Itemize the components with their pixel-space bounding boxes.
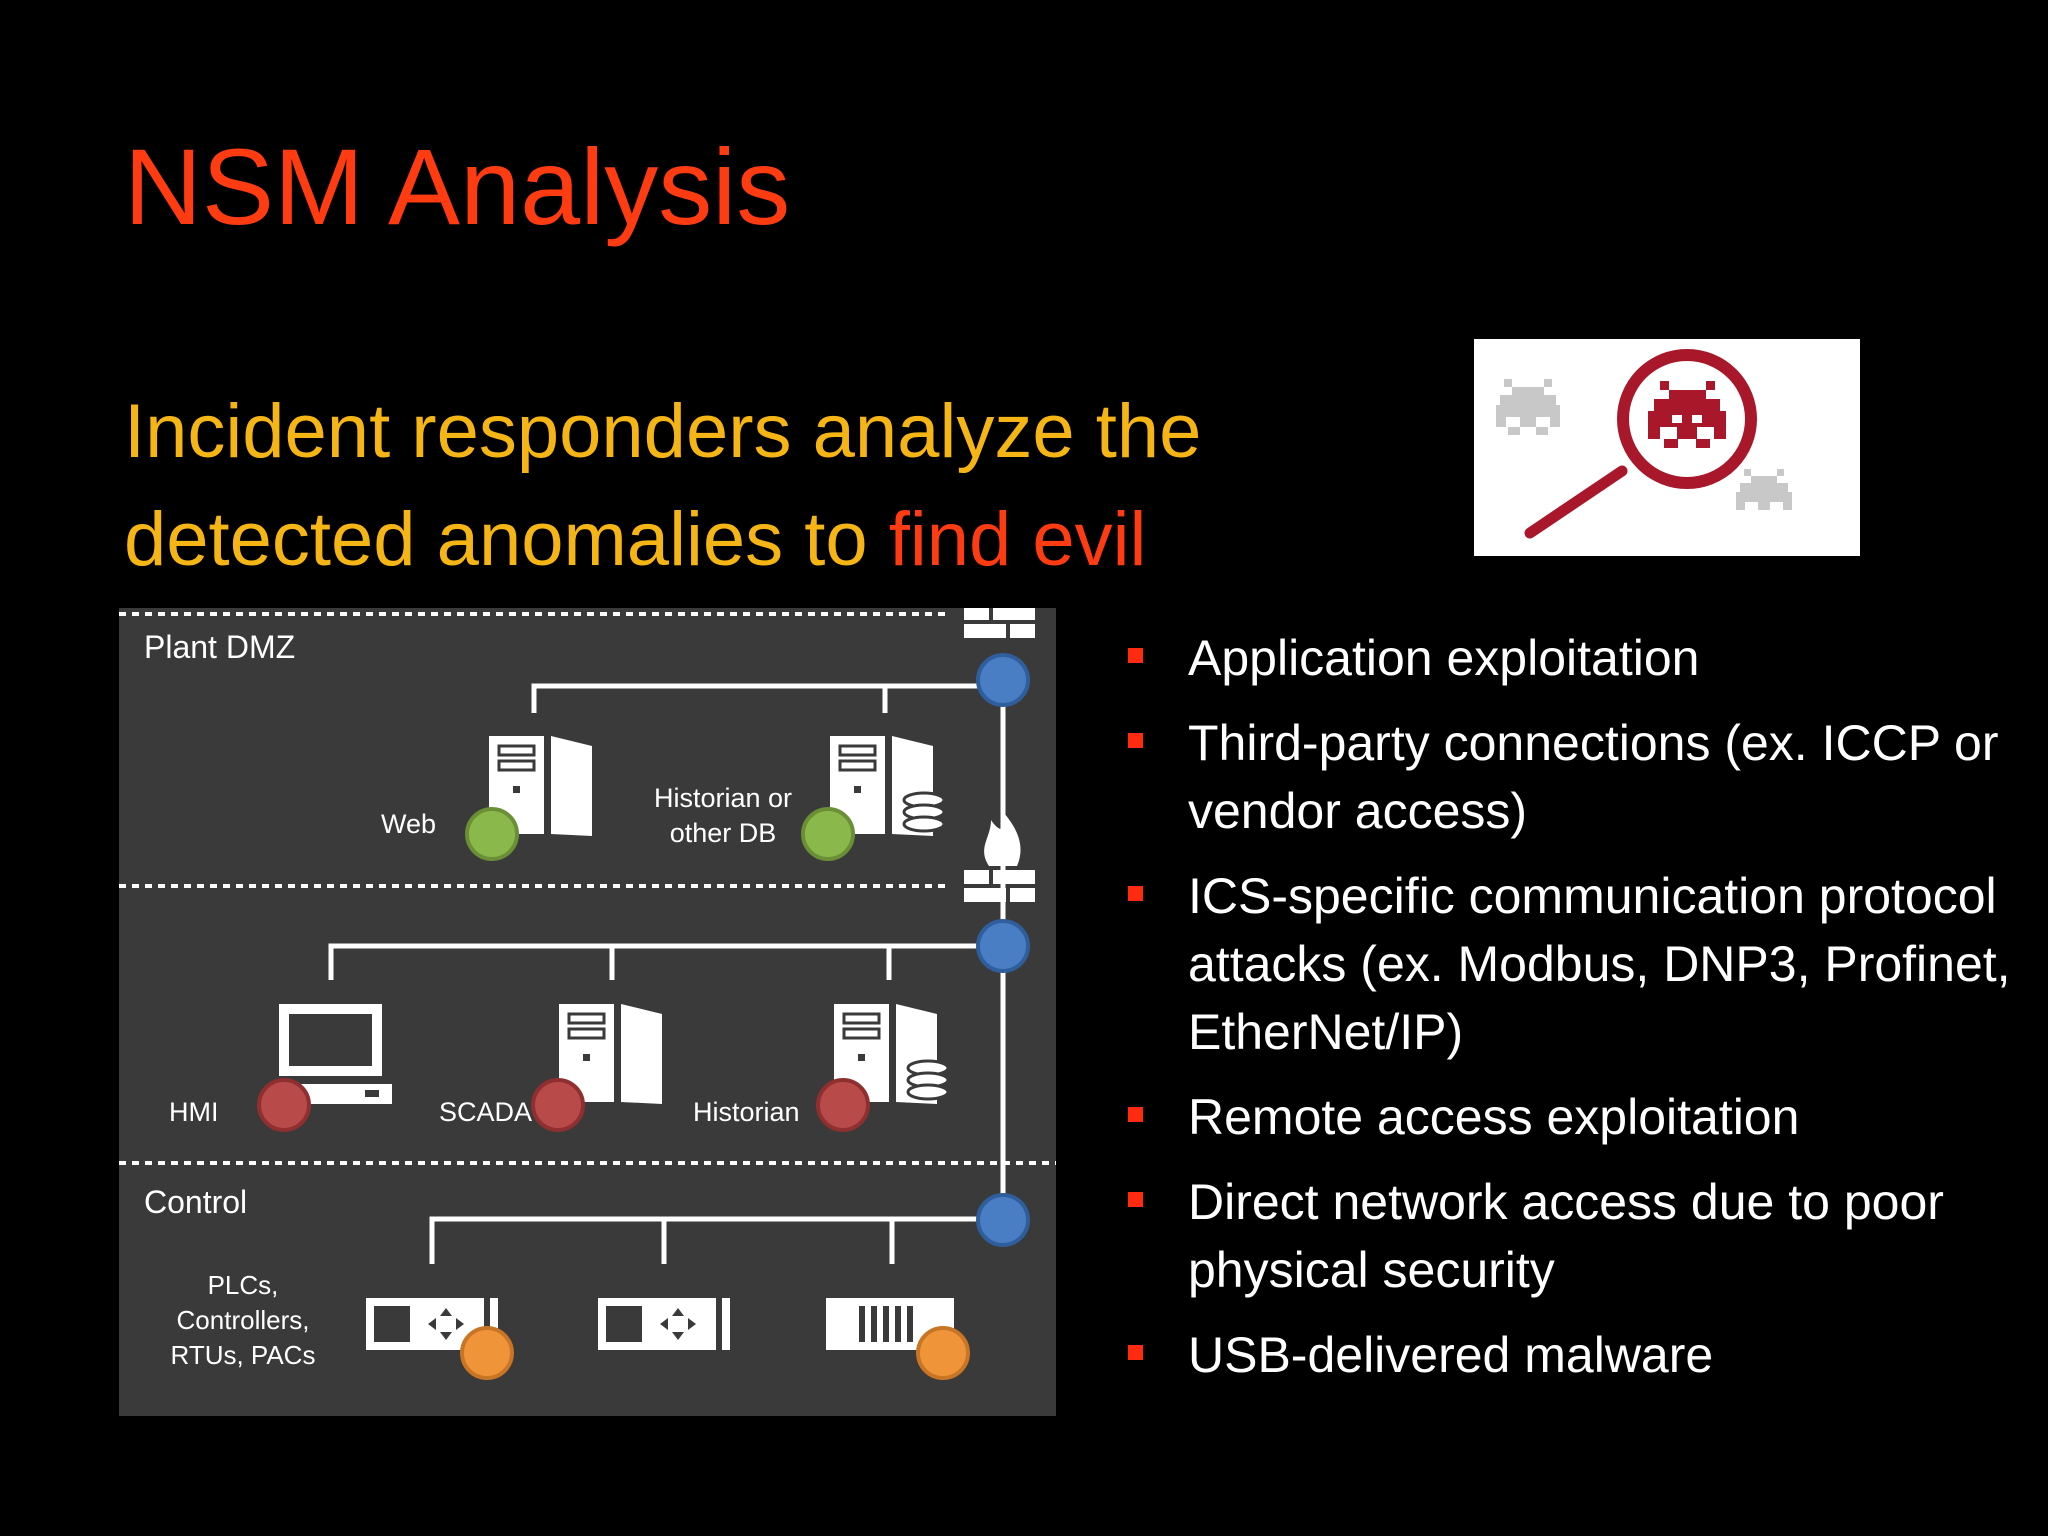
server-icon (489, 736, 592, 836)
node-label-plcs-1: PLCs, (208, 1270, 279, 1300)
node-status-dot (916, 1326, 970, 1380)
node-label-historian: Historian (693, 1097, 800, 1127)
firewall-icon (964, 608, 1035, 638)
list-item-text: Third-party connections (ex. ICCP or ven… (1188, 715, 1999, 839)
list-item: Direct network access due to poor physic… (1120, 1168, 2020, 1304)
bullet-marker (1128, 1345, 1143, 1360)
slide-title: NSM Analysis (124, 126, 791, 247)
zone-label-control: Control (144, 1184, 247, 1220)
node-label-web: Web (381, 809, 436, 839)
monitor-icon (279, 1004, 392, 1104)
bullet-marker (1128, 733, 1143, 748)
database-server-icon (834, 1004, 950, 1104)
node-label-hmi: HMI (169, 1097, 219, 1127)
node-label-scada: SCADA (439, 1097, 532, 1127)
node-label-plcs-3: RTUs, PACs (171, 1340, 316, 1370)
bug-icon (1648, 381, 1726, 448)
node-label-plcs-2: Controllers, (177, 1305, 310, 1335)
node-status-dot (531, 1078, 585, 1132)
node-status-dot (257, 1078, 311, 1132)
plc-icon (366, 1298, 498, 1350)
node-status-dot (465, 807, 519, 861)
list-item-text: ICS-specific communication protocol atta… (1188, 868, 2011, 1060)
bullet-marker (1128, 1107, 1143, 1122)
bullet-marker (1128, 1192, 1143, 1207)
network-diagram: Plant DMZ Control Web (119, 608, 1056, 1416)
zone-label-dmz: Plant DMZ (144, 629, 295, 665)
subtitle-highlight: find evil (888, 497, 1147, 582)
node-label-historian-db-2: other DB (670, 818, 777, 848)
firewall-status-dot (976, 1193, 1030, 1247)
firewall-status-dot (976, 653, 1030, 707)
list-item: ICS-specific communication protocol atta… (1120, 862, 2020, 1066)
slide-subtitle: Incident responders analyze the detected… (124, 378, 1424, 594)
list-item: USB-delivered malware (1120, 1321, 2020, 1389)
bug-icon (1736, 469, 1792, 510)
list-item: Remote access exploitation (1120, 1083, 2020, 1151)
list-item-text: Application exploitation (1188, 630, 1700, 686)
list-item: Application exploitation (1120, 624, 2020, 692)
firewall-status-dot (976, 919, 1030, 973)
node-status-dot (801, 807, 855, 861)
bullet-marker (1128, 648, 1143, 663)
subtitle-text: Incident responders analyze the detected… (124, 389, 1202, 582)
firewall-icon (964, 812, 1035, 902)
node-label-historian-db-1: Historian or (654, 783, 792, 813)
list-item-text: USB-delivered malware (1188, 1327, 1714, 1383)
plc-icon (598, 1298, 730, 1350)
bullet-marker (1128, 886, 1143, 901)
database-server-icon (830, 736, 946, 836)
list-item: Third-party connections (ex. ICCP or ven… (1120, 709, 2020, 845)
node-status-dot (816, 1078, 870, 1132)
list-item-text: Remote access exploitation (1188, 1089, 1800, 1145)
bug-magnifier-icon (1474, 339, 1860, 556)
bug-icon (1496, 379, 1560, 435)
node-status-dot (460, 1326, 514, 1380)
list-item-text: Direct network access due to poor physic… (1188, 1174, 1944, 1298)
attack-vector-list: Application exploitation Third-party con… (1120, 624, 2020, 1406)
